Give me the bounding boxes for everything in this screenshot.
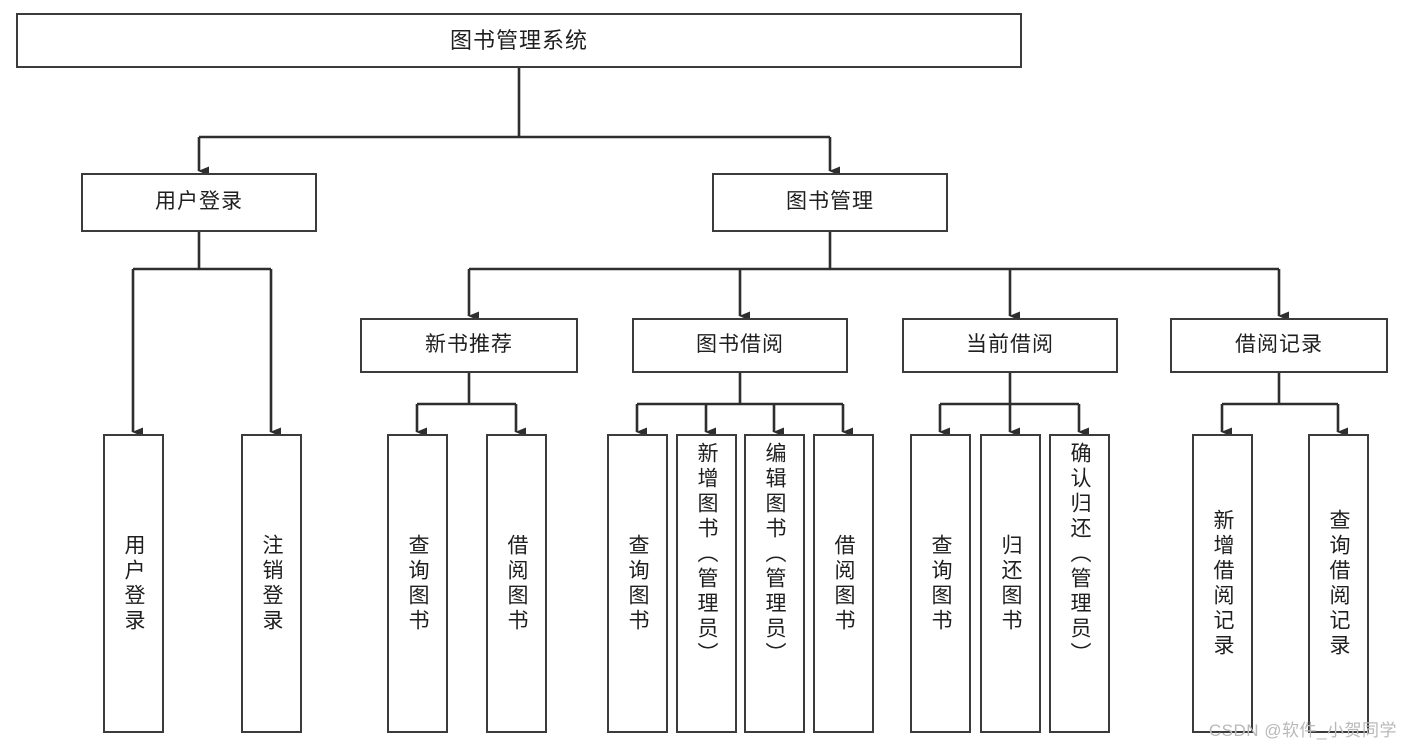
node-leaf-user-login[interactable]: 用户登录 bbox=[103, 434, 164, 733]
node-label: 新书推荐 bbox=[425, 333, 513, 357]
node-label: 借阅图书 bbox=[832, 533, 855, 634]
node-label: 查询借阅记录 bbox=[1327, 508, 1350, 659]
node-label: 确认归还（管理员） bbox=[1068, 442, 1091, 667]
node-label: 借阅图书 bbox=[505, 533, 528, 634]
node-leaf-query-borrow-record[interactable]: 查询借阅记录 bbox=[1308, 434, 1369, 733]
node-label: 查询图书 bbox=[626, 533, 649, 634]
node-leaf-add-book[interactable]: 新增图书（管理员） bbox=[676, 434, 737, 733]
node-label: 用户登录 bbox=[155, 190, 243, 214]
node-leaf-query-book-current[interactable]: 查询图书 bbox=[910, 434, 971, 733]
node-root-system[interactable]: 图书管理系统 bbox=[16, 13, 1022, 68]
node-book-borrow[interactable]: 图书借阅 bbox=[632, 318, 848, 373]
node-leaf-borrow-book[interactable]: 借阅图书 bbox=[813, 434, 874, 733]
node-label: 借阅记录 bbox=[1235, 333, 1323, 357]
node-label: 查询图书 bbox=[929, 533, 952, 634]
node-label: 编辑图书（管理员） bbox=[763, 442, 786, 667]
node-label: 注销登录 bbox=[260, 533, 283, 634]
node-leaf-query-book-borrow[interactable]: 查询图书 bbox=[607, 434, 668, 733]
node-label: 用户登录 bbox=[122, 533, 145, 634]
csdn-watermark: CSDN @软件_小贺同学 bbox=[1208, 721, 1397, 740]
node-leaf-add-borrow-record[interactable]: 新增借阅记录 bbox=[1192, 434, 1253, 733]
node-leaf-borrow-book-recommend[interactable]: 借阅图书 bbox=[486, 434, 547, 733]
node-leaf-edit-book[interactable]: 编辑图书（管理员） bbox=[744, 434, 805, 733]
node-user-login[interactable]: 用户登录 bbox=[81, 173, 317, 232]
node-new-book-recommend[interactable]: 新书推荐 bbox=[360, 318, 578, 373]
node-book-manage[interactable]: 图书管理 bbox=[712, 173, 948, 232]
node-label: 新增图书（管理员） bbox=[695, 442, 718, 667]
node-label: 归还图书 bbox=[999, 533, 1022, 634]
node-label: 图书管理系统 bbox=[449, 27, 588, 53]
node-leaf-return-book[interactable]: 归还图书 bbox=[980, 434, 1041, 733]
node-label: 新增借阅记录 bbox=[1211, 508, 1234, 659]
node-label: 图书管理 bbox=[786, 190, 874, 214]
node-leaf-query-book-recommend[interactable]: 查询图书 bbox=[387, 434, 448, 733]
node-borrow-record[interactable]: 借阅记录 bbox=[1170, 318, 1388, 373]
node-label: 查询图书 bbox=[406, 533, 429, 634]
node-current-borrow[interactable]: 当前借阅 bbox=[902, 318, 1118, 373]
node-label: 图书借阅 bbox=[696, 333, 784, 357]
node-leaf-logout-login[interactable]: 注销登录 bbox=[241, 434, 302, 733]
node-leaf-confirm-return[interactable]: 确认归还（管理员） bbox=[1049, 434, 1110, 733]
node-label: 当前借阅 bbox=[966, 333, 1054, 357]
